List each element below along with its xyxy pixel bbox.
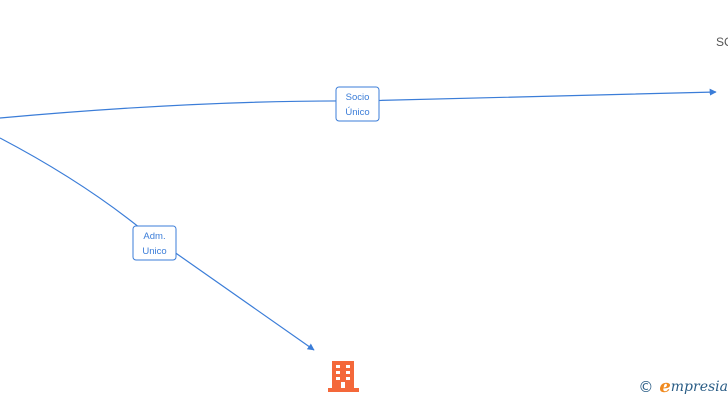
node-label-right[interactable]: SC xyxy=(716,35,728,49)
edge-label-adm-unico[interactable]: Adm. Unico xyxy=(132,225,177,261)
edge-socio-unico xyxy=(0,88,717,119)
edge-label-line: Único xyxy=(345,107,369,118)
edge-label-line: Unico xyxy=(142,246,166,257)
brand-logo-e: e xyxy=(659,376,671,397)
building-icon[interactable] xyxy=(328,361,359,392)
edge-adm-unico xyxy=(0,137,315,351)
brand-name: mpresia xyxy=(670,378,728,395)
empresia-watermark: © e mpresia xyxy=(638,376,728,397)
edge-label-line: Socio xyxy=(346,92,370,103)
edge-label-socio-unico[interactable]: Socio Único xyxy=(335,86,380,122)
edge-label-line: Adm. xyxy=(143,231,165,242)
copyright-icon: © xyxy=(638,377,654,396)
